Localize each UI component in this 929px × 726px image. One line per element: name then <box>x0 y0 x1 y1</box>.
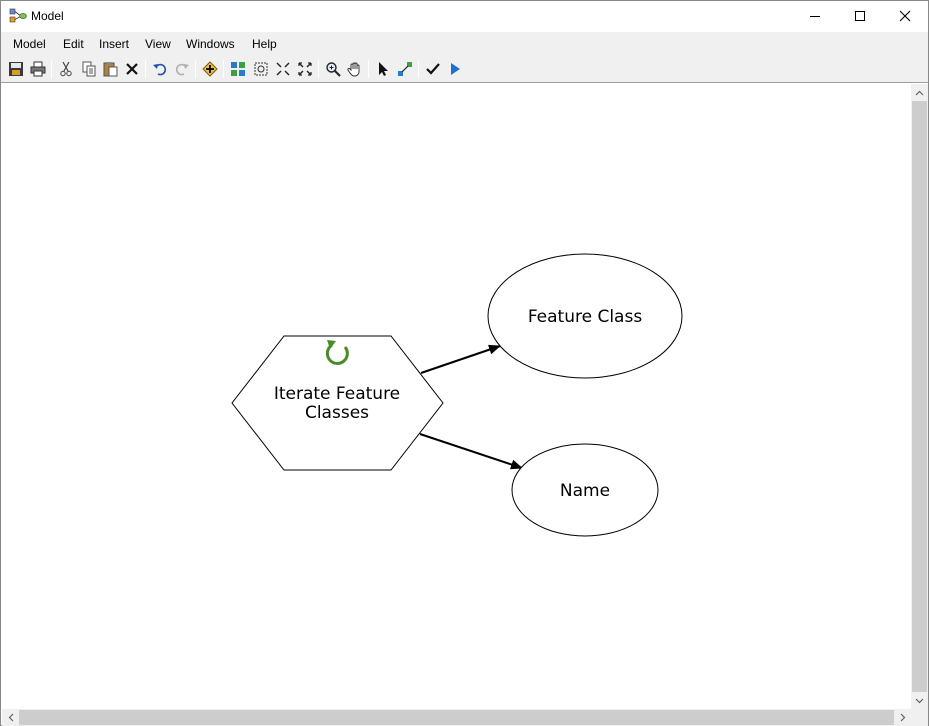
run-icon <box>451 63 460 75</box>
model-canvas[interactable]: Iterate Feature Classes Feature Class Na… <box>2 84 911 709</box>
zoom-out-fixed-button[interactable] <box>296 60 314 78</box>
feature-class-node[interactable]: Feature Class <box>487 253 683 379</box>
scroll-down-button[interactable] <box>911 692 928 709</box>
toolbar-separator <box>318 60 319 78</box>
add-data-icon <box>202 61 218 77</box>
feature-class-label: Feature Class <box>528 307 643 327</box>
toolbar-separator <box>195 60 196 78</box>
menu-edit[interactable]: Edit <box>63 37 84 51</box>
iterator-label-line1: Iterate Feature <box>274 384 400 404</box>
maximize-button[interactable] <box>837 1 883 31</box>
maximize-icon <box>855 11 865 21</box>
scroll-up-button[interactable] <box>911 84 928 101</box>
model-diagram: Iterate Feature Classes Feature Class Na… <box>231 253 683 537</box>
minimize-button[interactable] <box>792 1 838 31</box>
iterator-label-line2: Classes <box>305 403 369 423</box>
copy-icon <box>82 61 96 77</box>
select-icon <box>379 62 388 76</box>
zoom-out-fixed-icon <box>298 62 312 76</box>
menu-help[interactable]: Help <box>252 37 277 51</box>
zoom-icon <box>326 62 341 77</box>
connect-icon <box>398 62 412 76</box>
paste-button[interactable] <box>102 60 120 78</box>
window-title: Model <box>31 9 64 23</box>
run-button[interactable] <box>446 60 464 78</box>
auto-layout-icon <box>231 62 245 76</box>
model-builder-icon <box>9 8 27 23</box>
redo-button[interactable] <box>173 60 191 78</box>
iterate-feature-classes-node[interactable]: Iterate Feature Classes <box>231 335 444 471</box>
redo-icon <box>175 63 189 76</box>
toolbar-separator <box>145 60 146 78</box>
close-icon <box>899 10 911 22</box>
scroll-right-button[interactable] <box>894 709 911 726</box>
save-icon <box>9 62 23 76</box>
menu-view[interactable]: View <box>145 37 171 51</box>
undo-button[interactable] <box>151 60 169 78</box>
chevron-right-icon <box>900 713 905 722</box>
cut-button[interactable] <box>57 60 75 78</box>
title-bar[interactable]: Model <box>1 1 928 32</box>
validate-button[interactable] <box>424 60 442 78</box>
horizontal-scrollbar[interactable] <box>2 709 911 726</box>
zoom-in-fixed-icon <box>276 62 290 76</box>
delete-button[interactable] <box>123 60 141 78</box>
menu-insert[interactable]: Insert <box>99 37 130 51</box>
paste-icon <box>103 62 118 77</box>
toolbar-separator <box>418 60 419 78</box>
chevron-left-icon <box>8 713 13 722</box>
validate-icon <box>426 63 440 75</box>
auto-layout-button[interactable] <box>229 60 247 78</box>
zoom-button[interactable] <box>324 60 342 78</box>
full-extent-button[interactable] <box>252 60 270 78</box>
scrollbar-corner <box>911 709 928 726</box>
delete-icon <box>126 63 138 75</box>
add-data-button[interactable] <box>201 60 219 78</box>
zoom-in-fixed-button[interactable] <box>274 60 292 78</box>
chevron-down-icon <box>915 698 924 703</box>
copy-button[interactable] <box>80 60 98 78</box>
save-button[interactable] <box>7 60 25 78</box>
connect-button[interactable] <box>396 60 414 78</box>
horizontal-scroll-thumb[interactable] <box>19 710 894 725</box>
pan-button[interactable] <box>346 60 364 78</box>
connector-name[interactable] <box>419 433 523 470</box>
print-icon <box>30 61 46 77</box>
menu-model[interactable]: Model <box>13 37 46 51</box>
undo-icon <box>153 63 167 76</box>
toolbar-separator <box>368 60 369 78</box>
connector-feature-class[interactable] <box>420 344 501 374</box>
vertical-scrollbar[interactable] <box>911 84 928 709</box>
menu-windows[interactable]: Windows <box>186 37 235 51</box>
print-button[interactable] <box>29 60 47 78</box>
scroll-left-button[interactable] <box>2 709 19 726</box>
vertical-scroll-thumb[interactable] <box>912 101 927 692</box>
menu-bar: Model Edit Insert View Windows Help <box>1 32 928 56</box>
pan-icon <box>347 62 360 77</box>
toolbar-separator <box>223 60 224 78</box>
name-node[interactable]: Name <box>511 443 659 537</box>
cut-icon <box>60 61 72 77</box>
name-label: Name <box>560 481 610 501</box>
toolbar-separator <box>51 60 52 78</box>
toolbar <box>1 56 928 83</box>
select-button[interactable] <box>374 60 392 78</box>
chevron-up-icon <box>915 90 924 95</box>
full-extent-icon <box>254 62 268 76</box>
minimize-icon <box>810 16 820 17</box>
close-button[interactable] <box>882 1 928 31</box>
iterate-icon <box>325 340 349 365</box>
